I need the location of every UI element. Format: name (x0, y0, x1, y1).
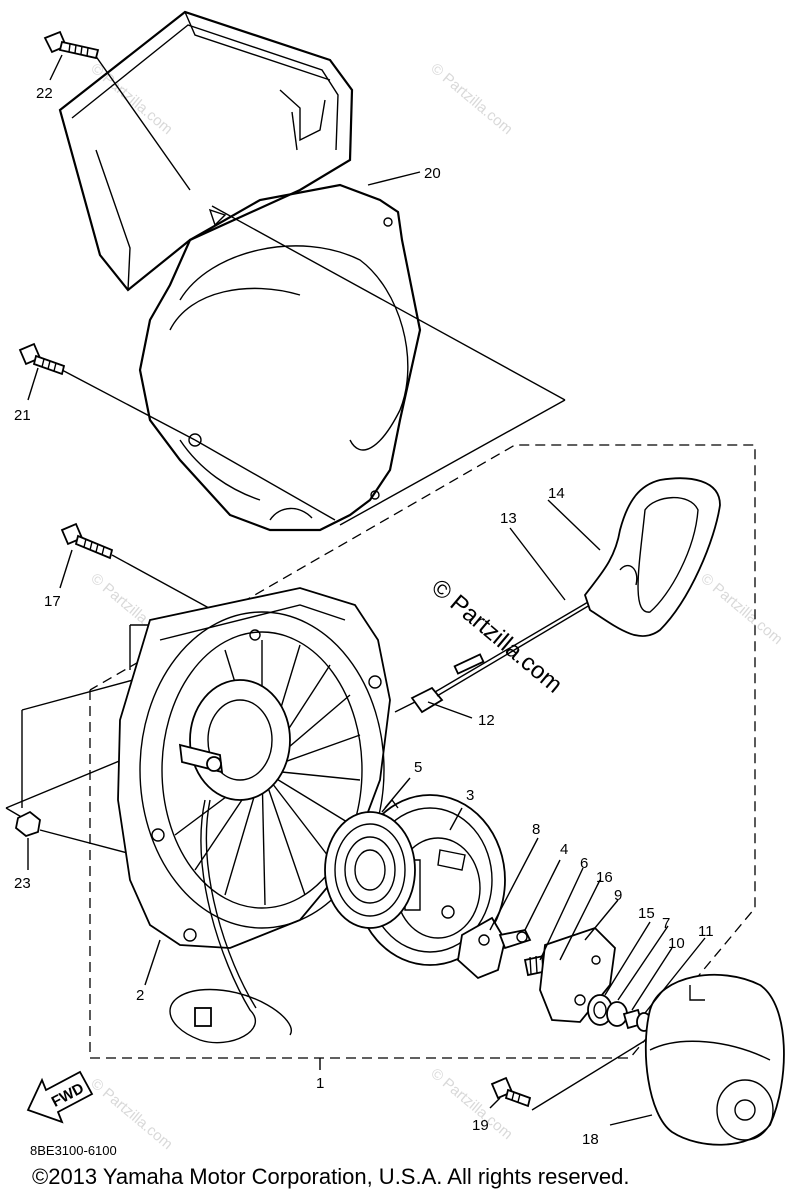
callout-21: 21 (14, 407, 31, 424)
bolt-part-22 (43, 30, 100, 60)
watermark: © Partzilla.com (87, 60, 175, 138)
callout-18: 18 (582, 1131, 599, 1148)
callout-23: 23 (14, 875, 31, 892)
copyright-notice: ©2013 Yamaha Motor Corporation, U.S.A. A… (32, 1164, 630, 1189)
bolt-part-19 (490, 1076, 532, 1108)
callout-5: 5 (414, 759, 422, 776)
callout-6: 6 (580, 855, 588, 872)
pawl-spring-part-4 (498, 928, 532, 950)
handle-part-14 (583, 477, 721, 637)
rope-guide-part-12 (394, 653, 485, 714)
watermark: © Partzilla.com (87, 1075, 175, 1153)
callout-10: 10 (668, 935, 685, 952)
callout-19: 19 (472, 1117, 489, 1134)
callout-22: 22 (36, 85, 53, 102)
callout-16: 16 (596, 869, 613, 886)
callout-8: 8 (532, 821, 540, 838)
callout-7: 7 (662, 915, 670, 932)
bolt-part-17 (60, 522, 114, 560)
callout-2: 2 (136, 987, 144, 1004)
callout-9: 9 (614, 887, 622, 904)
starter-case-part-2 (117, 587, 391, 1044)
callout-13: 13 (500, 510, 517, 527)
callout-1: 1 (316, 1075, 324, 1092)
callout-3: 3 (466, 787, 474, 804)
callout-4: 4 (560, 841, 568, 858)
callout-labels: 22 20 21 14 13 17 12 5 3 8 4 6 16 23 9 1… (14, 85, 714, 1148)
watermark-center: © Partzilla.com (426, 574, 567, 699)
leader-lines (27, 54, 706, 1126)
nut-part-23 (15, 810, 41, 838)
assembly-outline (89, 444, 756, 1059)
rope-part-13 (434, 594, 601, 697)
fwd-arrow-icon: FWD (26, 1070, 94, 1124)
callout-20: 20 (424, 165, 441, 182)
watermark: © Partzilla.com (697, 570, 785, 648)
bolt-part-21 (18, 342, 66, 376)
part-code: 8BE3100-6100 (30, 1143, 117, 1158)
callout-15: 15 (638, 905, 655, 922)
drive-pulley-part-18 (644, 973, 785, 1146)
spring-part-5 (324, 798, 416, 929)
callout-14: 14 (548, 485, 565, 502)
callout-11: 11 (698, 923, 714, 940)
callout-12: 12 (478, 712, 495, 729)
pawl-part-8 (457, 916, 506, 980)
watermark: © Partzilla.com (427, 60, 515, 138)
air-shroud-part-20 (58, 10, 422, 532)
callout-17: 17 (44, 593, 61, 610)
